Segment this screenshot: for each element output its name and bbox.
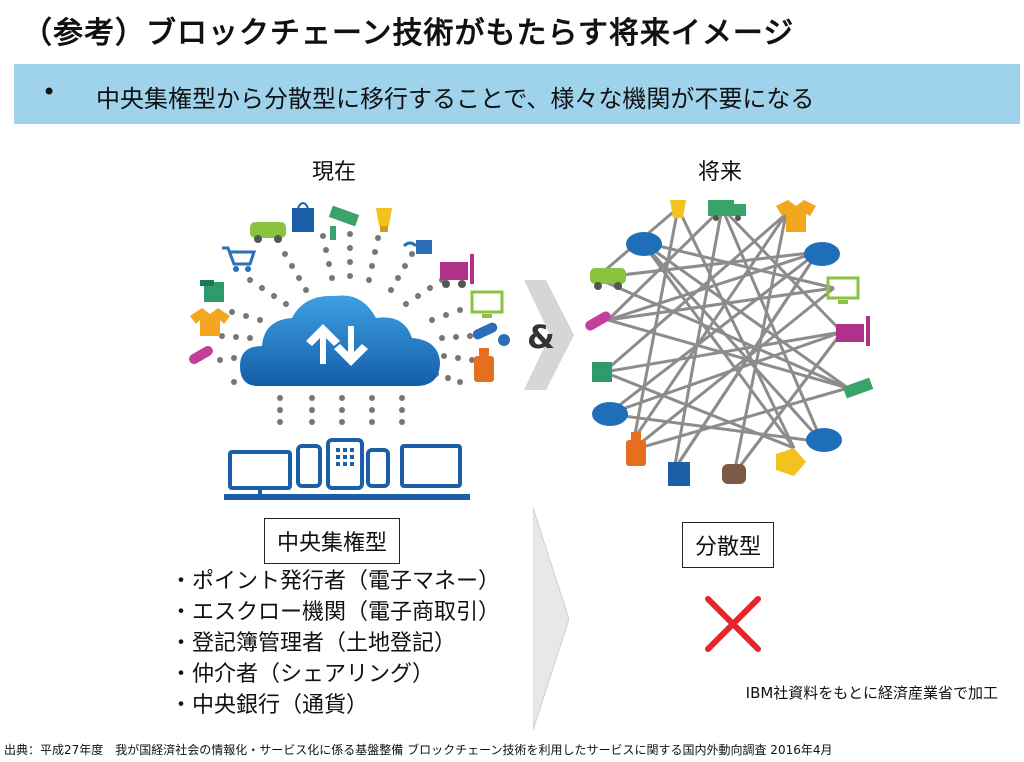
forklift-icon — [836, 316, 870, 346]
list-item: ・仲介者（シェアリング） — [170, 662, 435, 687]
cart-icon — [222, 246, 257, 272]
cloud-icon — [806, 428, 842, 452]
future-label: 将来 — [698, 160, 743, 185]
centralized-entity-list: ・ポイント発行者（電子マネー） ・エスクロー機関（電子商取引） ・登記簿管理者（… — [170, 566, 500, 721]
signal-icon — [402, 240, 432, 254]
transition-arrow — [524, 280, 574, 390]
tag-icon — [776, 448, 806, 476]
not-needed-cross-icon — [705, 596, 761, 652]
bread-icon — [722, 464, 746, 484]
pills-icon — [585, 311, 611, 331]
cloud-icon — [240, 295, 440, 386]
ticket-icon — [200, 280, 224, 302]
list-item: ・登記簿管理者（土地登記） — [170, 631, 457, 656]
truck-icon — [708, 200, 746, 221]
cloud-icon — [804, 242, 840, 266]
shopping-bag-icon — [668, 462, 690, 486]
shopping-bag-icon — [292, 202, 314, 232]
shirt-icon — [190, 308, 230, 336]
summary-text: 中央集権型から分散型に移行することで、様々な機関が不要になる — [96, 85, 815, 113]
car-icon — [250, 222, 286, 243]
list-item: ・ポイント発行者（電子マネー） — [170, 569, 501, 594]
tablet-icon — [336, 448, 354, 466]
bullet: • — [42, 78, 57, 106]
page-title: （参考）ブロックチェーン技術がもたらす将来イメージ — [22, 16, 795, 51]
network-lines — [595, 206, 849, 475]
lightbulb-icon — [376, 208, 392, 232]
list-item: ・エスクロー機関（電子商取引） — [170, 600, 501, 625]
cloud-icon — [626, 232, 662, 256]
lightbulb-icon — [670, 200, 686, 218]
centralized-diagram — [189, 202, 510, 500]
distributed-diagram — [585, 200, 874, 486]
monitor-icon — [826, 276, 860, 304]
bottle-icon — [626, 432, 646, 466]
current-label: 現在 — [312, 160, 357, 185]
distributed-label-box: 分散型 — [682, 522, 775, 568]
cloud-icon — [592, 402, 628, 426]
pills-icon — [472, 322, 510, 346]
monitor-icon — [470, 290, 504, 318]
summary-banner: • 中央集権型から分散型に移行することで、様々な機関が不要になる — [14, 64, 1020, 124]
outcome-arrow — [533, 508, 569, 730]
forklift-icon — [440, 254, 474, 288]
ampersand-label: & — [527, 318, 555, 356]
bottle-icon — [474, 348, 494, 382]
cctv-icon — [842, 377, 874, 399]
list-item: ・中央銀行（通貨） — [170, 693, 369, 718]
footer-citation: 出典：平成27年度 我が国経済社会の情報化・サービス化に係る基盤整備 ブロックチ… — [4, 743, 833, 757]
device-row — [228, 438, 462, 498]
cctv-icon — [328, 205, 360, 240]
ticket-icon — [592, 362, 612, 382]
dot-rays — [217, 231, 475, 425]
device-base — [224, 494, 470, 500]
pills-icon-2 — [189, 346, 213, 364]
centralized-label-box: 中央集権型 — [264, 518, 401, 564]
source-note: IBM社資料をもとに経済産業省で加工 — [745, 684, 998, 702]
car-icon — [590, 268, 626, 290]
shirt-icon — [776, 200, 816, 232]
